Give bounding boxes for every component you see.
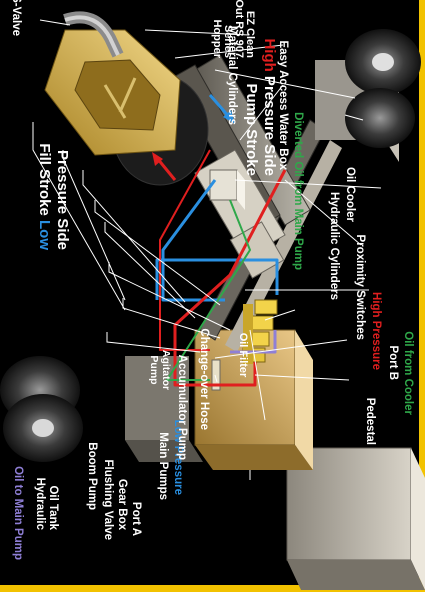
label-low-pressure: Low Pressure xyxy=(172,420,184,495)
label-oil-cooler: Oil Cooler xyxy=(344,167,356,222)
label-diverted-oil: Diverted Oil from Main Pump xyxy=(292,112,304,270)
front-wheels-shape xyxy=(315,29,421,162)
label-high-pressure-side: High Pressure Side xyxy=(261,38,278,176)
label-hopper-1: EZ Clean xyxy=(244,11,256,58)
label-hydraulic-oil-tank-1: Hydraulic xyxy=(34,478,46,531)
pump-flow-arrowhead xyxy=(152,152,163,166)
label-fill-stroke-2: Pressure Side xyxy=(54,150,71,250)
label-accumulator-pump: Accumulator Pump xyxy=(176,355,188,460)
label-agitator-1: Agitator xyxy=(160,350,172,390)
low-pressure-loop xyxy=(155,258,279,300)
hopper-shape xyxy=(44,29,181,156)
label-port-b: Port B xyxy=(387,346,399,381)
label-agitator-2: Pump xyxy=(148,355,160,384)
fill-flow-arrowhead xyxy=(223,110,235,124)
machine-artwork xyxy=(0,11,425,590)
leader-lines xyxy=(32,19,382,480)
label-hopper-3: Series xyxy=(222,25,234,58)
label-fill-stroke: Fill Stroke Low xyxy=(36,143,53,250)
s-valve-pipe-highlight xyxy=(64,15,120,56)
labels: Oil to Main Pump Hydraulic Oil Tank Boom… xyxy=(10,0,414,560)
label-oil-filter: Oil Filter xyxy=(237,333,249,378)
pump-flow-arrow xyxy=(155,157,177,181)
oil-to-main-pump-line xyxy=(230,330,277,354)
pedestal-shape xyxy=(286,447,425,590)
label-main-pumps: Main Pumps xyxy=(157,432,169,500)
label-high-pressure: High Pressure xyxy=(370,292,382,370)
label-gear-box: Gear Box xyxy=(116,479,128,531)
label-flushing-valve: Flushing Valve xyxy=(102,459,114,540)
label-oil-from-cooler: Oil from Cooler xyxy=(402,331,414,415)
label-material-cylinders: Material Cylinders xyxy=(226,26,238,125)
label-boom-pump: Boom Pump xyxy=(86,442,98,510)
high-pressure-line xyxy=(173,169,287,387)
label-hopper-2: Out RS 907 xyxy=(233,0,245,58)
label-pedestal: Pedestal xyxy=(364,398,376,445)
label-pump-stroke: Pump Stroke xyxy=(243,83,260,176)
oil-tank-shape xyxy=(194,329,313,470)
engine-housing-shape xyxy=(125,356,203,462)
rear-wheels-shape xyxy=(0,356,83,462)
label-proximity-switches: Proximity Switches xyxy=(354,235,366,340)
label-hydraulic-cylinders: Hydraulic Cylinders xyxy=(328,192,340,300)
label-hydraulic-oil-tank-2: Oil Tank xyxy=(47,485,59,530)
label-easy-access-water-box: Easy Access Water Box xyxy=(277,40,289,170)
label-change-over-hose: Change-over Hose xyxy=(198,328,210,430)
oil-filter-shape xyxy=(211,359,221,391)
label-hopper-4: Hopper xyxy=(211,20,223,59)
label-port-a: Port A xyxy=(130,502,142,536)
oil-cooler-line xyxy=(166,199,251,381)
label-oil-to-main-pump: Oil to Main Pump xyxy=(12,466,24,560)
label-s-valve: S-Valve xyxy=(10,0,22,36)
low-pressure-line xyxy=(161,179,225,302)
